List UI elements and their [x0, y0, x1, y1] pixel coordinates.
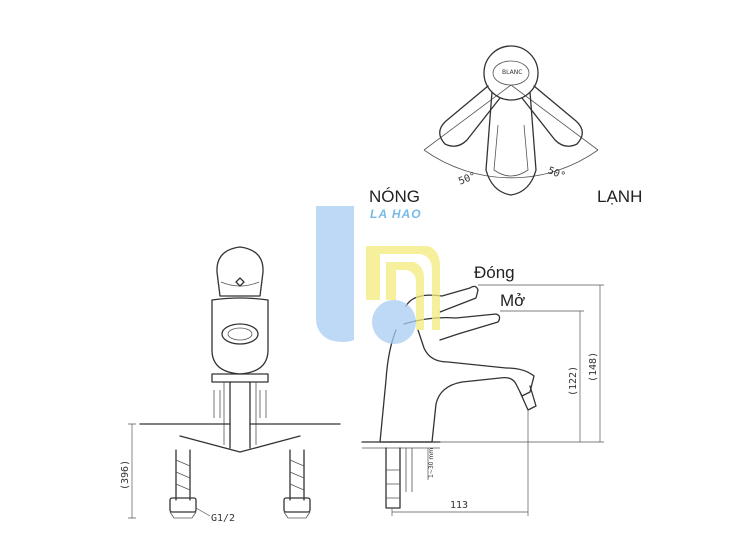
watermark-text: LA HAO	[370, 207, 422, 221]
dim-148-label: (148)	[588, 352, 599, 382]
close-label: Đóng	[474, 263, 515, 282]
aerator-inner	[227, 327, 253, 341]
dim-396-ticks	[128, 423, 136, 519]
nut-right	[283, 497, 311, 513]
side-shank-bands	[386, 469, 400, 499]
hose-braiding	[175, 459, 305, 491]
side-aerator	[519, 385, 537, 411]
side-shank	[385, 447, 401, 509]
watermark-logo: LA HAO	[316, 206, 440, 344]
fixing-studs	[213, 390, 267, 418]
body-top-outline	[483, 45, 539, 101]
top-view: BLANC 50° 50° NÓNG LẠNH	[369, 45, 642, 206]
open-label: Mở	[500, 291, 525, 310]
hose-break-line	[179, 435, 301, 453]
thread-size: G1/2	[211, 513, 235, 524]
hot-label: NÓNG	[369, 187, 420, 206]
front-body	[211, 297, 269, 375]
watermark-bar-blue	[316, 206, 354, 342]
front-indicator-icon	[235, 277, 245, 287]
nut-left	[169, 497, 197, 513]
cold-label: LẠNH	[597, 187, 642, 206]
dim-122-label: (122)	[568, 366, 579, 396]
brand-mark: BLANC	[502, 69, 522, 76]
dim-113-ticks	[391, 410, 529, 516]
side-stud	[405, 448, 413, 492]
watermark-arc-yellow-inner	[386, 262, 424, 330]
hose-right	[289, 449, 305, 501]
dim-396-label: (396)	[120, 460, 131, 490]
watermark-arc-yellow	[366, 246, 440, 330]
watermark-dot-blue	[372, 300, 416, 344]
handle-closed	[405, 285, 479, 313]
angle-left: 50°	[457, 171, 478, 188]
angle-right: 50°	[546, 165, 567, 182]
front-cap	[216, 246, 264, 297]
handle-center	[485, 91, 537, 196]
swing-arc	[423, 149, 599, 179]
nut-threads	[169, 511, 311, 519]
front-view: G1/2 (396)	[120, 246, 341, 524]
handle-right-position	[521, 85, 583, 147]
thread-leader	[195, 507, 211, 517]
aerator-outline	[221, 323, 259, 345]
front-base	[211, 373, 269, 383]
hose-left	[175, 449, 191, 501]
side-body	[379, 329, 535, 443]
handle-center-inner	[493, 124, 529, 177]
cap-top-outline	[492, 60, 530, 86]
dim-deck-label: 1~30 mm	[428, 448, 435, 478]
dim-113-label: 113	[450, 500, 468, 511]
handle-left-position	[439, 85, 501, 147]
